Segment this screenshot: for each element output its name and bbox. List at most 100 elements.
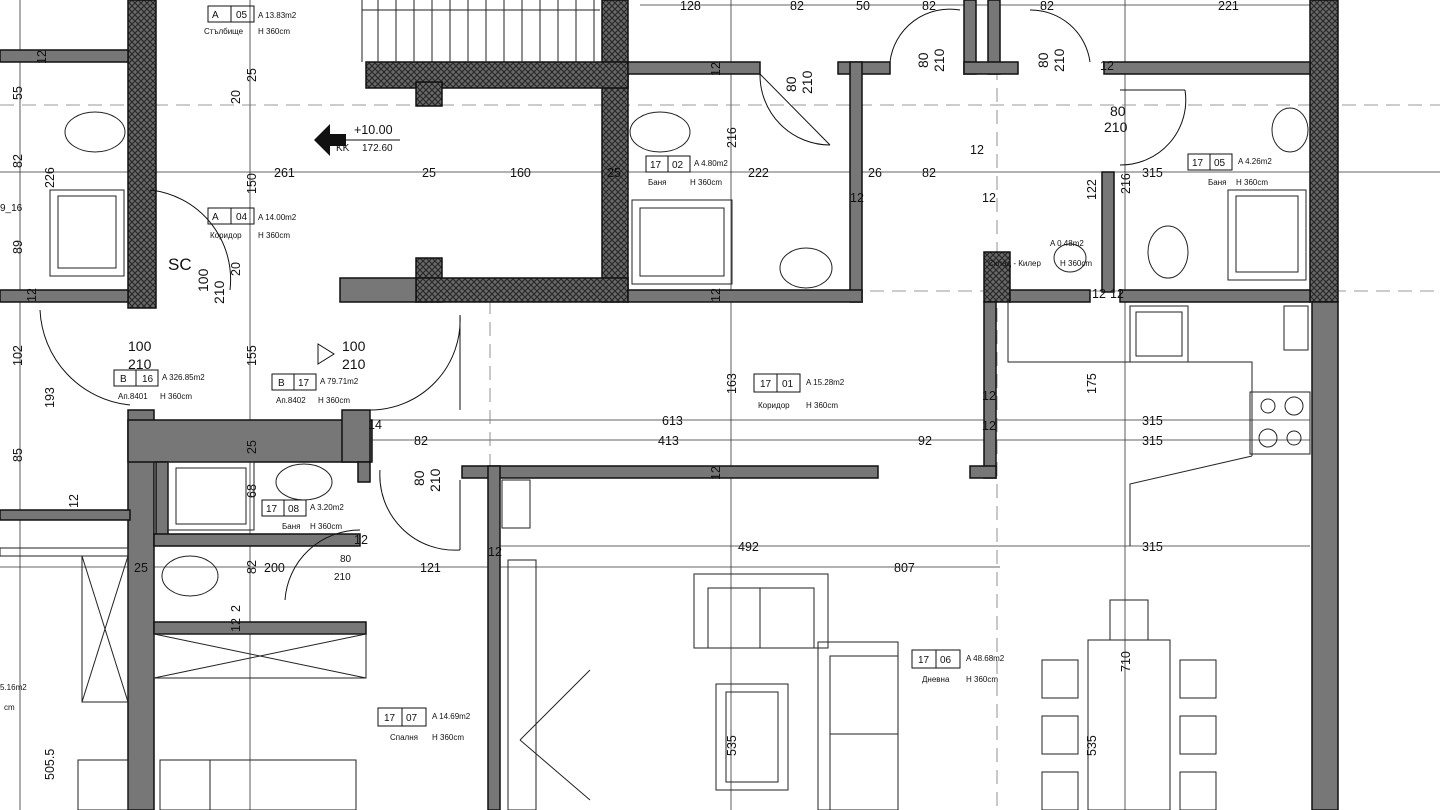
- dim-label: 535: [725, 735, 739, 756]
- dim-label: 12: [982, 389, 996, 403]
- room-name: Спалня: [390, 733, 418, 742]
- furniture: [0, 547, 1217, 810]
- room-area: A 13.83m2: [258, 11, 297, 20]
- door-width: 80: [915, 52, 931, 68]
- room-tag-code-b: 05: [236, 10, 248, 21]
- door-height: 210: [799, 70, 815, 94]
- door-height: 210: [128, 356, 152, 372]
- storage-name: Склад - Килер: [988, 259, 1042, 268]
- dim-label: 216: [1119, 173, 1133, 194]
- level-kk-label: KK: [336, 143, 350, 154]
- door-width: 80: [1110, 103, 1126, 119]
- dim-label: 505.5: [43, 749, 57, 780]
- room-tag-code-b: 17: [298, 378, 310, 389]
- room-tag-code-a: A: [212, 212, 219, 223]
- dim-label: 82: [245, 560, 259, 574]
- room-name: Ап.8402: [276, 396, 306, 405]
- dim-label: 12: [25, 288, 39, 302]
- door-height: 210: [931, 48, 947, 72]
- door-width: 100: [128, 338, 152, 354]
- room-tag-code-b: 06: [940, 655, 952, 666]
- left-room-height: cm: [4, 703, 15, 712]
- entrance-triangle-icon: [317, 343, 335, 365]
- room-name: Баня: [648, 178, 666, 187]
- storage-height: H 360cm: [1060, 259, 1092, 268]
- room-height: H 360cm: [160, 392, 192, 401]
- dim-label: 535: [1085, 735, 1099, 756]
- dim-label: 12: [35, 50, 49, 64]
- room-labels: A 05 A 13.83m2 Стълбище H 360cm A 04 A 1…: [0, 10, 1272, 742]
- room-tag-code-b: 02: [672, 160, 684, 171]
- room-tag-frames: [113, 5, 1233, 727]
- room-area: A 15.28m2: [806, 378, 845, 387]
- door-width: 80: [411, 470, 427, 486]
- dim-label: 12: [970, 143, 984, 157]
- room-tag-code-a: 17: [650, 160, 662, 171]
- room-area: A 79.71m2: [320, 377, 359, 386]
- door-height: 210: [334, 572, 351, 583]
- dim-label: 226: [43, 167, 57, 188]
- dim-label: 122: [1085, 179, 1099, 200]
- room-area: A 326.85m2: [162, 373, 205, 382]
- door-width: 100: [342, 338, 366, 354]
- dim-label: 121: [420, 561, 441, 575]
- room-height: H 360cm: [258, 231, 290, 240]
- room-height: H 360cm: [318, 396, 350, 405]
- dim-label: 222: [748, 166, 769, 180]
- dim-label: 25: [245, 68, 259, 82]
- dim-label: 163: [725, 373, 739, 394]
- level-annotation: +10.00 KK 172.60 SC: [168, 123, 393, 274]
- door-height: 210: [1104, 119, 1128, 135]
- dim-label: 85: [11, 448, 25, 462]
- dim-label: 92: [918, 434, 932, 448]
- dim-label: 82: [11, 154, 25, 168]
- room-area: A 14.00m2: [258, 213, 297, 222]
- stair-label: SC: [168, 255, 192, 274]
- door-height: 210: [427, 468, 443, 492]
- dim-label: 216: [725, 127, 739, 148]
- room-tag-code-b: 08: [288, 504, 300, 515]
- dim-label: 12: [709, 288, 723, 302]
- dim-label: 12: [488, 545, 502, 559]
- door-swings: [39, 8, 1187, 601]
- dim-label: 50: [856, 0, 870, 13]
- dim-label: 12: [67, 494, 81, 508]
- dim-label: 315: [1142, 540, 1163, 554]
- dim-label: 82: [922, 166, 936, 180]
- dim-label: 160: [510, 166, 531, 180]
- storage-area: A 0.48m2: [1050, 239, 1084, 248]
- door-width: 100: [195, 268, 211, 292]
- room-area: A 14.69m2: [432, 712, 471, 721]
- door-width: 80: [1035, 52, 1051, 68]
- dim-label: 315: [1142, 414, 1163, 428]
- dim-label: 315: [1142, 434, 1163, 448]
- dim-label: 102: [11, 345, 25, 366]
- dim-label: 12: [982, 191, 996, 205]
- door-width: 80: [340, 554, 352, 565]
- room-tag-code-b: 04: [236, 212, 248, 223]
- room-height: H 360cm: [690, 178, 722, 187]
- fixtures: [49, 107, 1311, 597]
- dim-label: 55: [11, 86, 25, 100]
- room-area: A 3.20m2: [310, 503, 344, 512]
- room-height: H 360cm: [310, 522, 342, 531]
- dim-label: 82: [790, 0, 804, 13]
- dim-label: 25: [422, 166, 436, 180]
- room-tag-code-a: B: [120, 374, 127, 385]
- room-name: Коридор: [758, 401, 790, 410]
- dim-label: 82: [922, 0, 936, 13]
- dim-label: 12: [709, 466, 723, 480]
- level-kk-value: 172.60: [362, 143, 393, 154]
- room-name: Коридор: [210, 231, 242, 240]
- dim-label: 175: [1085, 373, 1099, 394]
- room-tag-code-a: B: [278, 378, 285, 389]
- room-area: A 4.26m2: [1238, 157, 1272, 166]
- room-name: Баня: [1208, 178, 1226, 187]
- dim-label: 82: [414, 434, 428, 448]
- dim-label: 193: [43, 387, 57, 408]
- dim-label: 68: [245, 484, 259, 498]
- door-height: 210: [211, 280, 227, 304]
- structural-walls: [127, 0, 1339, 309]
- dim-label: 221: [1218, 0, 1239, 13]
